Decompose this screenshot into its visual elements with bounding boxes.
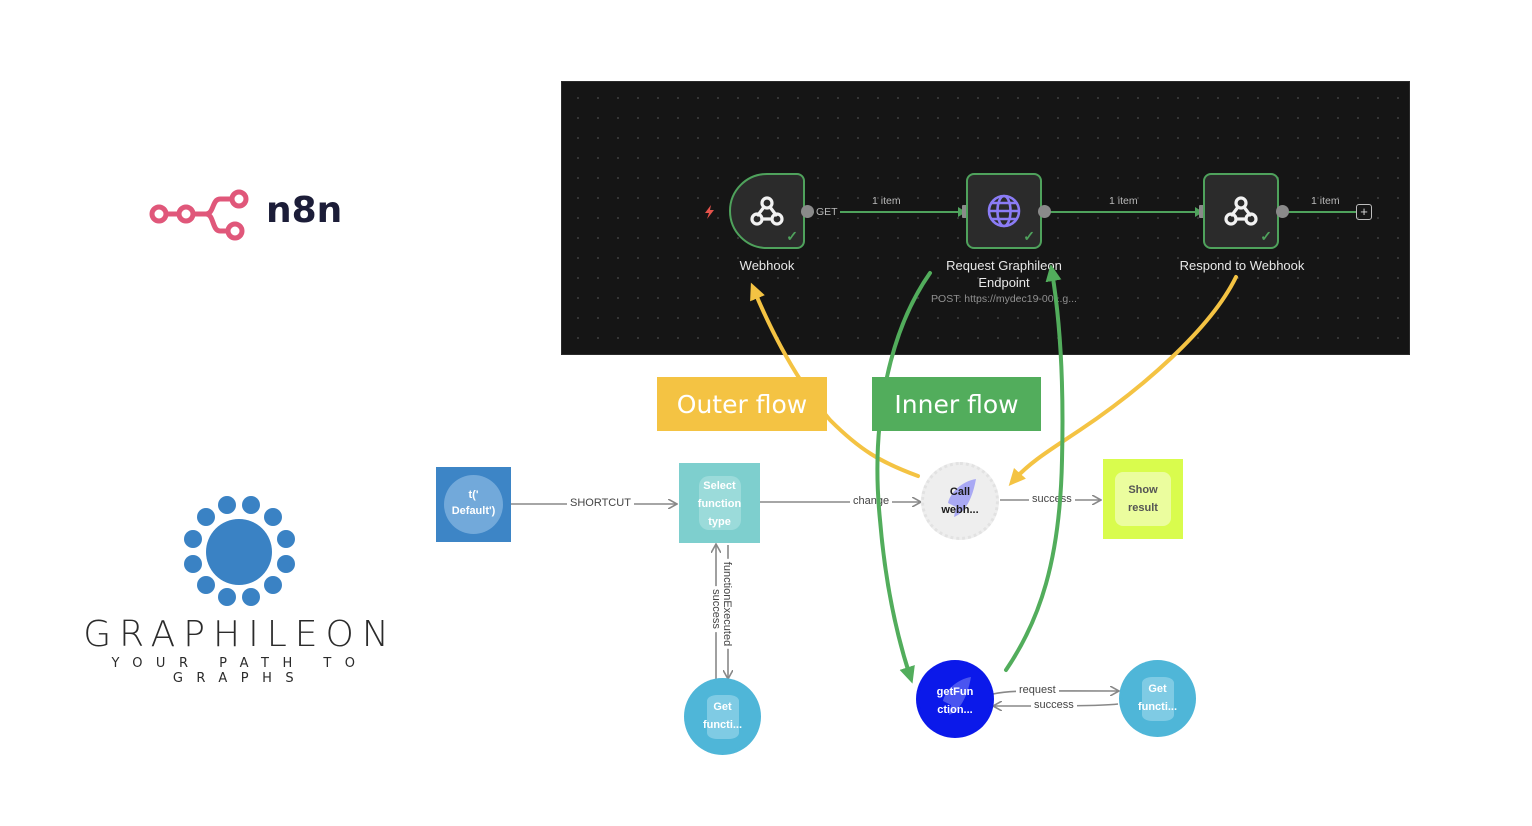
node-label-line1: Select — [703, 480, 736, 492]
node-label-line2: functi... — [1137, 701, 1178, 713]
node-label: t(' Default') — [436, 487, 511, 519]
inner-flow-label: Inner flow — [872, 377, 1041, 431]
node-label: Get functi... — [1119, 680, 1196, 716]
node-label: Show result — [1103, 481, 1183, 517]
edge-port-label: GET — [814, 206, 840, 218]
outer-flow-arrow-up — [750, 282, 920, 478]
node-get-functions-2[interactable]: Get functi... — [1119, 660, 1196, 737]
node-label: Webhook — [739, 258, 795, 273]
input-port[interactable] — [962, 205, 969, 218]
node-request-graphileon-endpoint[interactable]: ✓ — [966, 173, 1042, 249]
inner-flow-arrow-up — [1004, 264, 1065, 672]
node-label-line2: ction... — [937, 704, 973, 716]
output-port[interactable] — [1276, 205, 1289, 218]
n8n-logo-text: n8n — [266, 190, 343, 231]
node-label-line1: getFun — [936, 686, 974, 698]
clock-icon — [444, 475, 503, 534]
success-check-icon: ✓ — [786, 228, 798, 244]
node-label-line2: Endpoint — [978, 275, 1030, 290]
edge-webhook-request — [813, 211, 963, 213]
output-port[interactable] — [801, 205, 814, 218]
node-label: Select function type — [679, 477, 760, 531]
node-call-webhook[interactable]: Call webh... — [921, 462, 999, 540]
node-label-line2: functi... — [702, 719, 743, 731]
graphileon-logo-tagline: YOUR PATH TO GRAPHS — [111, 656, 369, 686]
node-label-line1: Call — [949, 486, 971, 498]
table-icon — [1115, 472, 1171, 526]
graphileon-logo-name: GRAPHILEON — [83, 614, 397, 655]
webhook-icon — [750, 196, 784, 226]
outer-flow-label: Outer flow — [657, 377, 827, 431]
node-label: Respond to Webhook — [1179, 258, 1305, 273]
edge-label: 1 item — [872, 195, 901, 207]
n8n-logo-icon — [149, 189, 249, 241]
database-icon — [1142, 677, 1174, 721]
node-select-function-type[interactable]: Select function type — [679, 463, 760, 543]
node-icon — [699, 476, 741, 530]
node-label: getFun ction... — [916, 683, 994, 719]
node-respond-to-webhook[interactable]: ✓ — [1203, 173, 1279, 249]
node-label-line2: function — [697, 498, 742, 510]
node-label: Call webh... — [921, 483, 999, 519]
lightning-icon — [705, 205, 714, 219]
database-icon — [707, 695, 739, 739]
edge-request-respond — [1050, 211, 1200, 213]
n8n-workflow-canvas[interactable]: GET 1 item 1 item 1 item ✓ Webhook ✓ Req… — [561, 81, 1410, 355]
outer-flow-arrow-down — [1008, 275, 1238, 486]
input-port[interactable] — [1199, 205, 1206, 218]
node-label-line1: t(' — [468, 489, 479, 501]
globe-icon — [987, 194, 1021, 228]
webhook-icon — [1224, 196, 1258, 226]
n8n-logo: n8n — [148, 186, 358, 244]
node-label-line1: Get — [713, 701, 732, 713]
rocket-icon — [943, 677, 971, 715]
graphileon-logo-icon — [184, 496, 295, 606]
node-subtitle: POST: https://mydec19-001.g... — [931, 293, 1077, 305]
node-label-line1: Show — [1128, 484, 1158, 496]
node-label-line2: webh... — [941, 504, 979, 516]
node-label-line1: Request Graphileon — [946, 258, 1062, 273]
add-node-button[interactable]: + — [1356, 204, 1372, 220]
node-get-function[interactable]: getFun ction... — [916, 660, 994, 738]
node-label-line1: Get — [1148, 683, 1167, 695]
edge-respond-add — [1288, 211, 1356, 213]
node-show-result[interactable]: Show result — [1103, 459, 1183, 539]
edge-label: 1 item — [1311, 195, 1340, 207]
output-port[interactable] — [1038, 205, 1051, 218]
node-label-line3: type — [708, 516, 731, 528]
node-label: Get functi... — [684, 698, 761, 734]
edge-label: 1 item — [1109, 195, 1138, 207]
node-get-functions-1[interactable]: Get functi... — [684, 678, 761, 755]
graphileon-logo: GRAPHILEON YOUR PATH TO GRAPHS — [60, 492, 420, 686]
edge-label: SHORTCUT — [567, 497, 634, 509]
node-label: Request Graphileon Endpoint — [924, 257, 1084, 291]
success-check-icon: ✓ — [1260, 228, 1272, 244]
rocket-icon — [948, 479, 976, 517]
node-label-line2: Default') — [451, 505, 496, 517]
node-default[interactable]: t(' Default') — [436, 467, 511, 542]
node-label-line2: result — [1128, 502, 1158, 514]
success-check-icon: ✓ — [1023, 228, 1035, 244]
inner-flow-arrow-down — [875, 271, 932, 684]
edge-label: success — [1031, 699, 1077, 711]
edge-label: request — [1016, 684, 1059, 696]
